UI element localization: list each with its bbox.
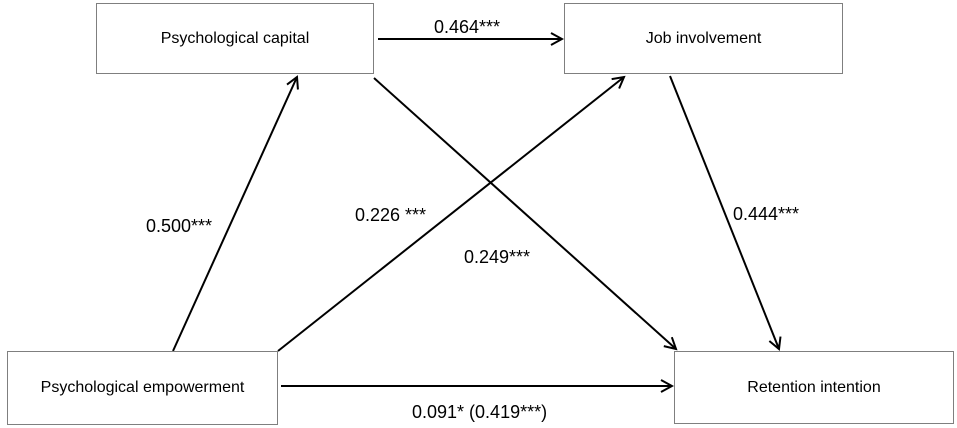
arrow-capital-to-retention	[373, 77, 676, 349]
node-label: Job involvement	[645, 29, 762, 47]
coef-capital-to-retention: 0.249***	[464, 247, 531, 267]
coef-empowerment-to-job: 0.226 ***	[355, 205, 427, 225]
coef-job-to-retention: 0.444***	[733, 204, 800, 224]
node-job-involvement: Job involvement	[564, 3, 843, 74]
node-retention-intention: Retention intention	[674, 351, 954, 424]
node-psychological-empowerment: Psychological empowerment	[7, 351, 278, 425]
arrow-job-to-retention	[669, 75, 779, 349]
coef-capital-to-job: 0.464***	[434, 17, 501, 37]
node-label: Psychological empowerment	[40, 379, 245, 396]
node-psychological-capital: Psychological capital	[96, 3, 374, 74]
arrow-empowerment-to-job	[277, 77, 624, 352]
coef-empowerment-to-capital: 0.500***	[146, 216, 213, 236]
node-label: Psychological capital	[160, 29, 310, 47]
node-label: Retention intention	[747, 378, 881, 396]
coef-empowerment-to-retention: 0.091* (0.419***)	[412, 402, 548, 422]
arrow-empowerment-to-capital	[172, 77, 297, 352]
